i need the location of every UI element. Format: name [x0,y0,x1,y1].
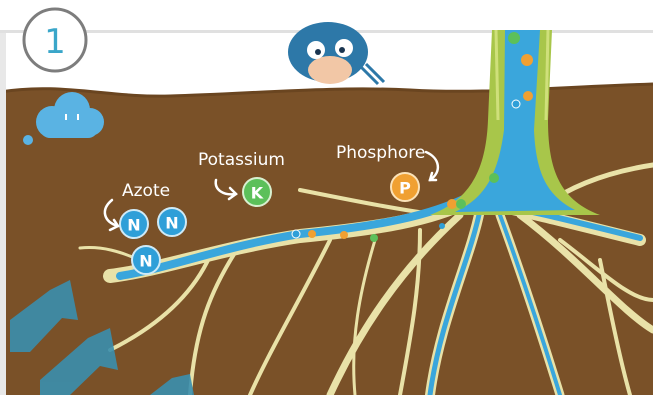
step-number-badge: 1 [24,9,86,71]
k-dot [456,199,466,209]
phosphorus-badge: P [391,173,419,201]
potassium-label: Potassium [198,150,285,170]
svg-text:N: N [139,252,152,271]
frame-left [0,30,6,395]
p-dot [308,230,316,238]
svg-text:P: P [399,179,411,198]
p-dot [523,91,533,101]
p-dot [340,231,348,239]
svg-text:N: N [127,216,140,235]
svg-text:K: K [251,184,264,203]
k-dot [370,234,378,242]
phosphore-label: Phosphore [336,143,425,163]
nitrogen-badge: N [120,210,148,238]
n-dot [512,100,520,108]
svg-text:N: N [165,214,178,233]
p-dot [447,199,457,209]
nitrogen-badge: N [158,208,186,236]
p-dot [521,54,533,66]
nitrogen-badge: N [132,246,160,274]
azote-label: Azote [122,181,170,201]
n-dot [292,230,300,238]
k-dot [489,173,499,183]
n-dot [439,223,445,229]
step-number: 1 [44,22,66,62]
potassium-badge: K [243,178,271,206]
k-dot [508,32,520,44]
